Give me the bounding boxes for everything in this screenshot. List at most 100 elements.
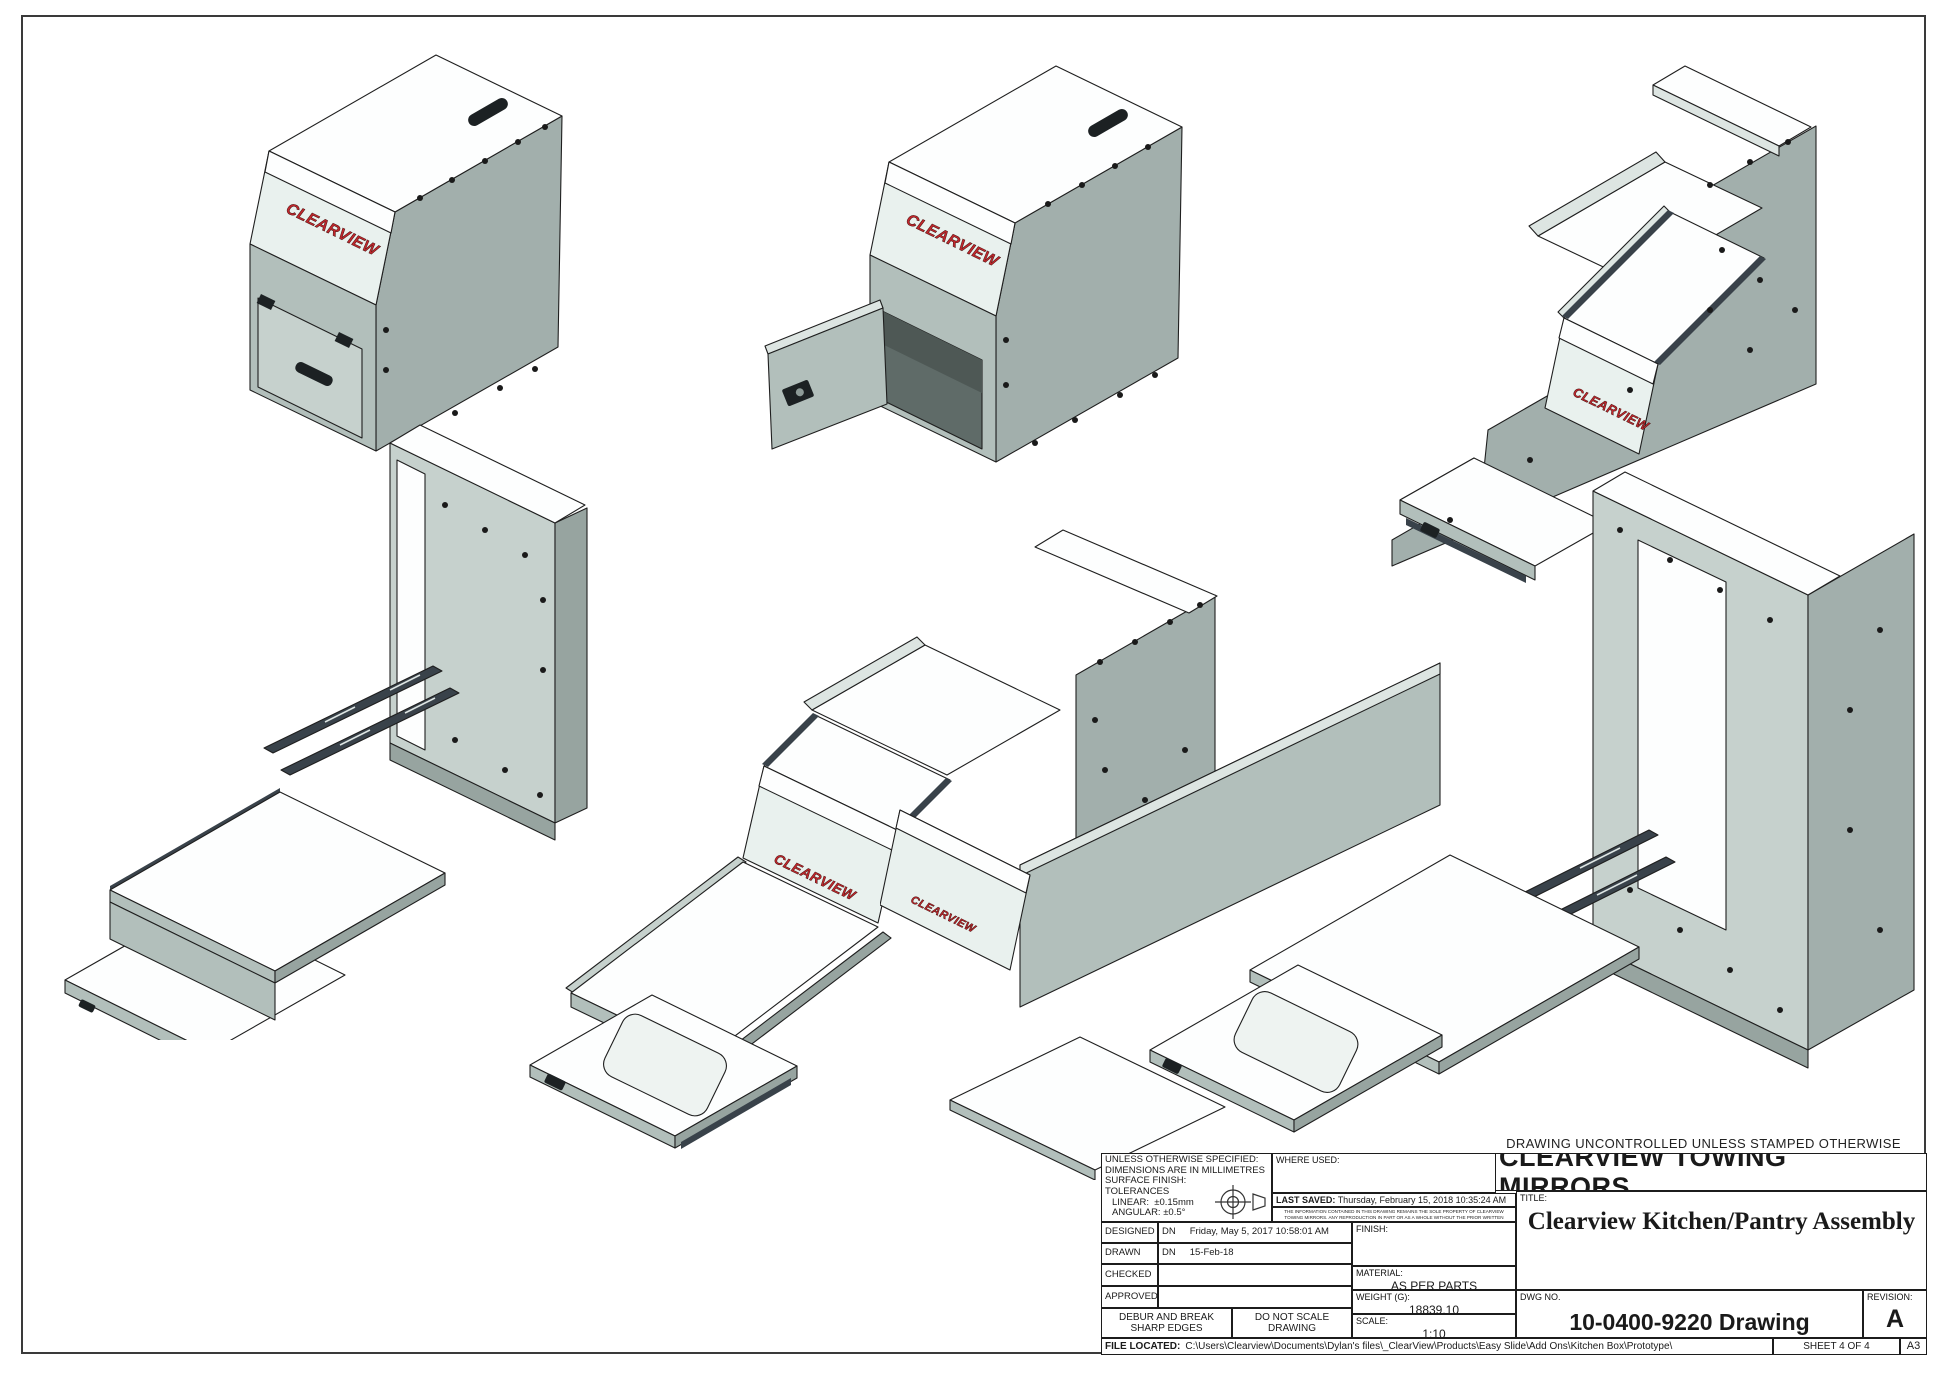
where-used-label: WHERE USED: — [1276, 1155, 1340, 1165]
telescoping-rails — [263, 665, 460, 776]
scale-cell: SCALE: 1:10 — [1352, 1314, 1516, 1338]
title-cell: TITLE: Clearview Kitchen/Pantry Assembly — [1516, 1191, 1927, 1290]
screw-dots — [1617, 527, 1883, 1013]
lower-left-wall — [565, 856, 747, 994]
lower-tray-edge — [64, 979, 188, 1040]
where-used-cell: WHERE USED: — [1272, 1153, 1496, 1193]
angular-tolerance: ANGULAR: ±0.5° — [1112, 1207, 1186, 1219]
sheet-border — [21, 15, 1926, 1354]
approved-label-cell: APPROVED — [1101, 1286, 1158, 1308]
door-latch — [782, 380, 814, 406]
bottom-tray — [1399, 457, 1610, 583]
tray-latch — [1420, 522, 1440, 538]
base-strip — [389, 742, 556, 841]
disclaimer-text: THE INFORMATION CONTAINED IN THIS DRAWIN… — [1284, 1209, 1504, 1221]
debur-cell: DEBUR AND BREAK SHARP EDGES — [1101, 1308, 1232, 1338]
top-rail-strip — [1592, 471, 1841, 596]
tray-latch — [544, 1073, 566, 1091]
view-closed-box: CLEARVIEW — [249, 54, 563, 452]
logo-panel: CLEARVIEW — [1544, 317, 1659, 455]
title-label: TITLE: — [1520, 1193, 1548, 1203]
tray-cutout — [603, 1013, 727, 1117]
shelf-right-edge — [1438, 946, 1640, 1075]
tray-cutout — [1233, 991, 1359, 1093]
specs-line: DIMENSIONS ARE IN MILLIMETRES — [1105, 1164, 1265, 1176]
specs-cell: UNLESS OTHERWISE SPECIFIED: DIMENSIONS A… — [1101, 1153, 1272, 1222]
cutout-tray — [1149, 964, 1443, 1133]
finish-label: FINISH: — [1356, 1224, 1389, 1234]
scale-value: 1:10 — [1422, 1327, 1446, 1338]
material-cell: MATERIAL: AS PER PARTS — [1352, 1266, 1516, 1290]
screw-dots — [1003, 144, 1158, 446]
file-located-cell: FILE LOCATED: C:\Users\Clearview\Documen… — [1101, 1338, 1773, 1355]
dwg-no-value: 10-0400-9220 Drawing — [1569, 1309, 1810, 1336]
last-saved-label: LAST SAVED: — [1276, 1195, 1336, 1205]
box-body: CLEARVIEW — [869, 65, 1183, 463]
last-saved-value: Thursday, February 15, 2018 10:35:24 AM — [1337, 1195, 1507, 1205]
logo-panel: CLEARVIEW — [880, 809, 1031, 971]
linear-tolerance: LINEAR: ±0.15mm — [1112, 1196, 1194, 1208]
lid-handle-slot — [468, 98, 508, 126]
left-wall-edge — [1528, 151, 1666, 237]
designed-label-cell: DESIGNED — [1101, 1222, 1158, 1243]
checked-value-cell — [1158, 1264, 1352, 1286]
tray-latch — [78, 999, 96, 1013]
projection-symbol-icon — [1215, 1185, 1266, 1219]
left-wall-edge — [803, 636, 926, 711]
screw-dots — [1447, 139, 1798, 523]
view-slide-partial: CLEARVIEW — [1391, 65, 1817, 583]
panel-top-band — [895, 809, 1031, 894]
door-hinge-top — [256, 293, 276, 311]
slide-rail-left — [762, 713, 819, 767]
company-name: CLEARVIEW TOWING MIRRORS — [1499, 1153, 1787, 1191]
revision-cell: REVISION: A — [1863, 1290, 1927, 1338]
file-label: FILE LOCATED: — [1105, 1340, 1181, 1352]
cutout-tray — [529, 994, 798, 1149]
tray-front-edge — [1399, 499, 1536, 581]
dwg-no-cell: DWG NO. 10-0400-9220 Drawing — [1516, 1290, 1863, 1338]
top-rail-strip — [1034, 529, 1218, 614]
specs-line: TOLERANCES — [1105, 1185, 1170, 1197]
last-saved-cell: LAST SAVED: Thursday, February 15, 2018 … — [1272, 1193, 1516, 1207]
specs-line: SURFACE FINISH: — [1105, 1175, 1187, 1187]
specs-line: UNLESS OTHERWISE SPECIFIED: — [1105, 1154, 1259, 1165]
drawn-label-cell: DRAWN — [1101, 1243, 1158, 1264]
paper-size-cell: A3 — [1900, 1338, 1927, 1355]
finish-cell: FINISH: — [1352, 1222, 1516, 1266]
lid-handle-slot — [1088, 109, 1128, 137]
checked-label-cell: CHECKED — [1101, 1264, 1158, 1286]
box-body: CLEARVIEW — [249, 54, 563, 452]
screw-dots — [442, 502, 546, 798]
title-block: UNLESS OTHERWISE SPECIFIED: DIMENSIONS A… — [1101, 1153, 1927, 1355]
tray-rail — [681, 1078, 791, 1149]
view-fully-extended-rear: CLEARVIEW — [880, 471, 1915, 1180]
shelf-right-edge — [274, 872, 446, 984]
lowest-shelf — [949, 1036, 1226, 1180]
tray-right-edge — [1293, 1034, 1443, 1133]
company-cell: CLEARVIEW TOWING MIRRORS — [1495, 1153, 1927, 1191]
weight-cell: WEIGHT (G): 18839.10 — [1352, 1290, 1516, 1314]
back-panel — [1637, 539, 1727, 931]
shelf-skirt — [109, 901, 276, 1021]
panel-top-band — [1558, 317, 1659, 385]
panel-top-band — [264, 150, 396, 234]
no-scale-cell: DO NOT SCALE DRAWING — [1232, 1308, 1352, 1338]
revision-value: A — [1885, 1305, 1905, 1334]
drawing-title: Clearview Kitchen/Pantry Assembly — [1527, 1208, 1916, 1236]
weight-value: 18839.10 — [1408, 1303, 1460, 1314]
tall-box — [389, 424, 588, 841]
view-shelf-extended-rear — [64, 424, 588, 1040]
top-rail-strip — [389, 424, 586, 524]
sheet-cell: SHEET 4 OF 4 — [1773, 1338, 1900, 1355]
dwg-no-label: DWG NO. — [1520, 1292, 1561, 1302]
tray-right-edge — [674, 1065, 798, 1149]
panel-top-band — [884, 161, 1016, 245]
screw-dots — [1092, 602, 1203, 843]
slide-rail-left — [1562, 210, 1674, 319]
uncontrolled-stamp: DRAWING UNCONTROLLED UNLESS STAMPED OTHE… — [1506, 1136, 1901, 1151]
lowest-shelf-edge — [949, 1099, 1096, 1180]
door-handle-slot — [295, 361, 333, 387]
